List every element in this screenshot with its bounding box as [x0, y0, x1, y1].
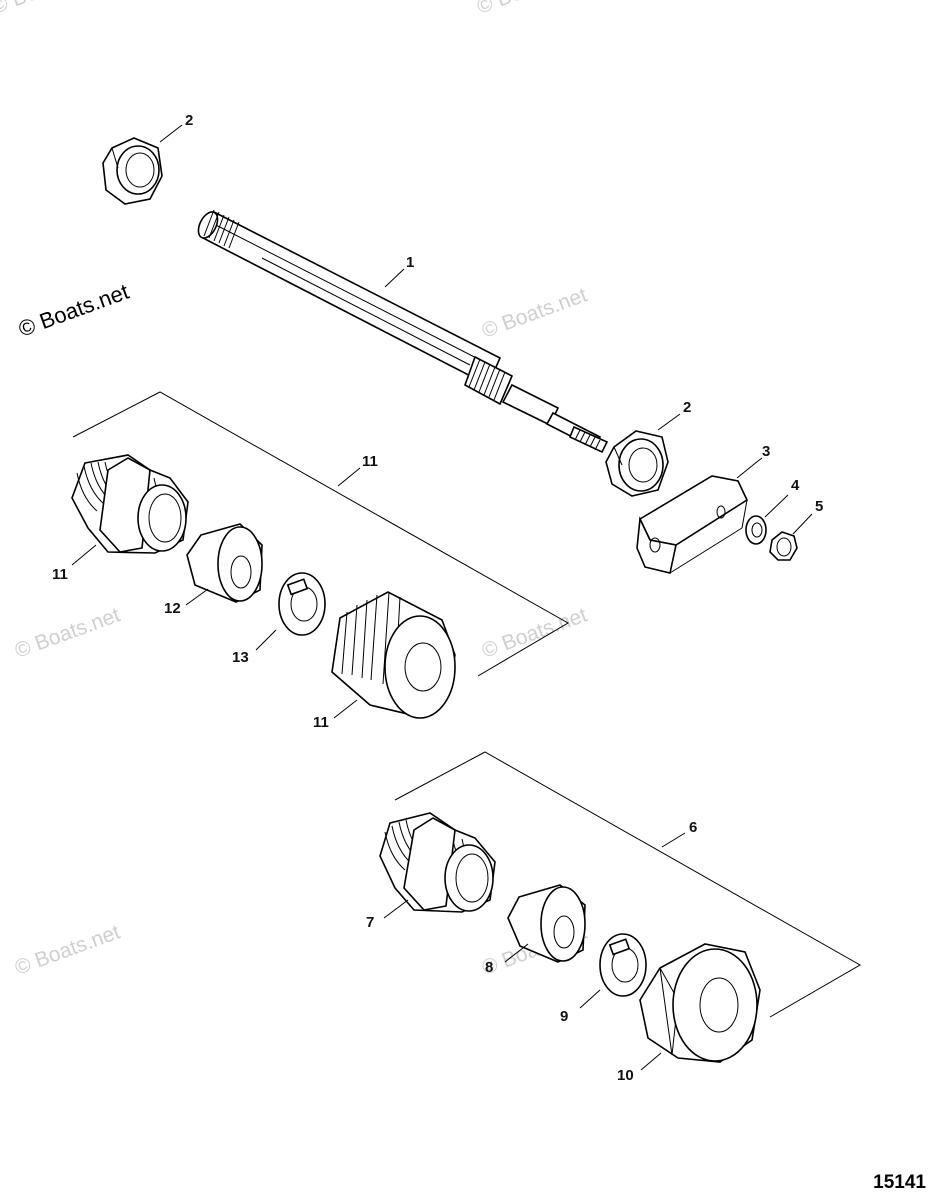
part-1-shaft [197, 209, 609, 454]
part-7-fitting [379, 812, 496, 913]
callout-9: 9 [560, 1008, 568, 1025]
leader-5 [792, 513, 813, 535]
callout-2-shaft: 2 [683, 399, 691, 416]
part-3-connector [636, 475, 749, 574]
bracket-6 [394, 751, 862, 1018]
leader-6 [661, 832, 686, 848]
leader-3 [736, 457, 763, 479]
callout-6: 6 [689, 819, 697, 836]
callout-3: 3 [762, 443, 770, 460]
part-2-top-nut [102, 137, 163, 205]
callout-10: 10 [617, 1067, 634, 1084]
leader-2a [159, 124, 183, 143]
watermark-faint-right-1: © Boats.net [479, 603, 590, 662]
leader-13 [255, 629, 277, 651]
part-11-knurled-nut [331, 591, 456, 719]
bracket-11 [72, 391, 569, 677]
leader-9 [579, 989, 601, 1009]
watermark-faint-top: © Boats.net [474, 0, 585, 19]
diagram-code: 15141 [873, 1172, 926, 1193]
callout-11-bracket: 11 [362, 453, 378, 470]
watermark-faint-mid-right: © Boats.net [479, 283, 590, 342]
leader-10 [640, 1052, 662, 1071]
callout-12: 12 [164, 600, 181, 617]
part-11-fitting [71, 454, 189, 554]
part-9-split-ring [599, 933, 647, 997]
leader-8 [504, 943, 529, 963]
part-8-sleeve [507, 884, 586, 963]
callout-13: 13 [232, 649, 249, 666]
part-12-sleeve [186, 523, 263, 603]
leader-12 [185, 588, 209, 606]
leader-2b [657, 413, 681, 431]
callout-11-fitting: 11 [52, 566, 68, 583]
callout-8: 8 [485, 959, 493, 976]
leader-4 [764, 494, 789, 518]
watermark-faint-left-2: © Boats.net [12, 920, 123, 979]
watermark-faint-top-left: © Boats.net [0, 0, 100, 19]
callout-7: 7 [366, 914, 374, 931]
watermark-faint-left-1: © Boats.net [12, 603, 123, 662]
leader-11-bracket [337, 467, 361, 487]
callout-4: 4 [791, 477, 800, 494]
part-2-shaft-nut [605, 430, 669, 497]
part-10-hex-nut [639, 943, 761, 1063]
part-5-nut [769, 531, 798, 561]
leader-11-nut [333, 699, 358, 719]
leader-1 [384, 268, 405, 288]
callout-5: 5 [815, 498, 823, 515]
watermark-main: © Boats.net [15, 279, 132, 342]
part-4-washer [745, 515, 767, 545]
callout-2-top: 2 [185, 112, 193, 129]
leader-7 [383, 899, 409, 919]
callout-1: 1 [406, 254, 414, 271]
callout-11-nut: 11 [313, 714, 329, 731]
leader-11-fitting [71, 544, 97, 566]
part-13-split-ring [278, 572, 326, 636]
